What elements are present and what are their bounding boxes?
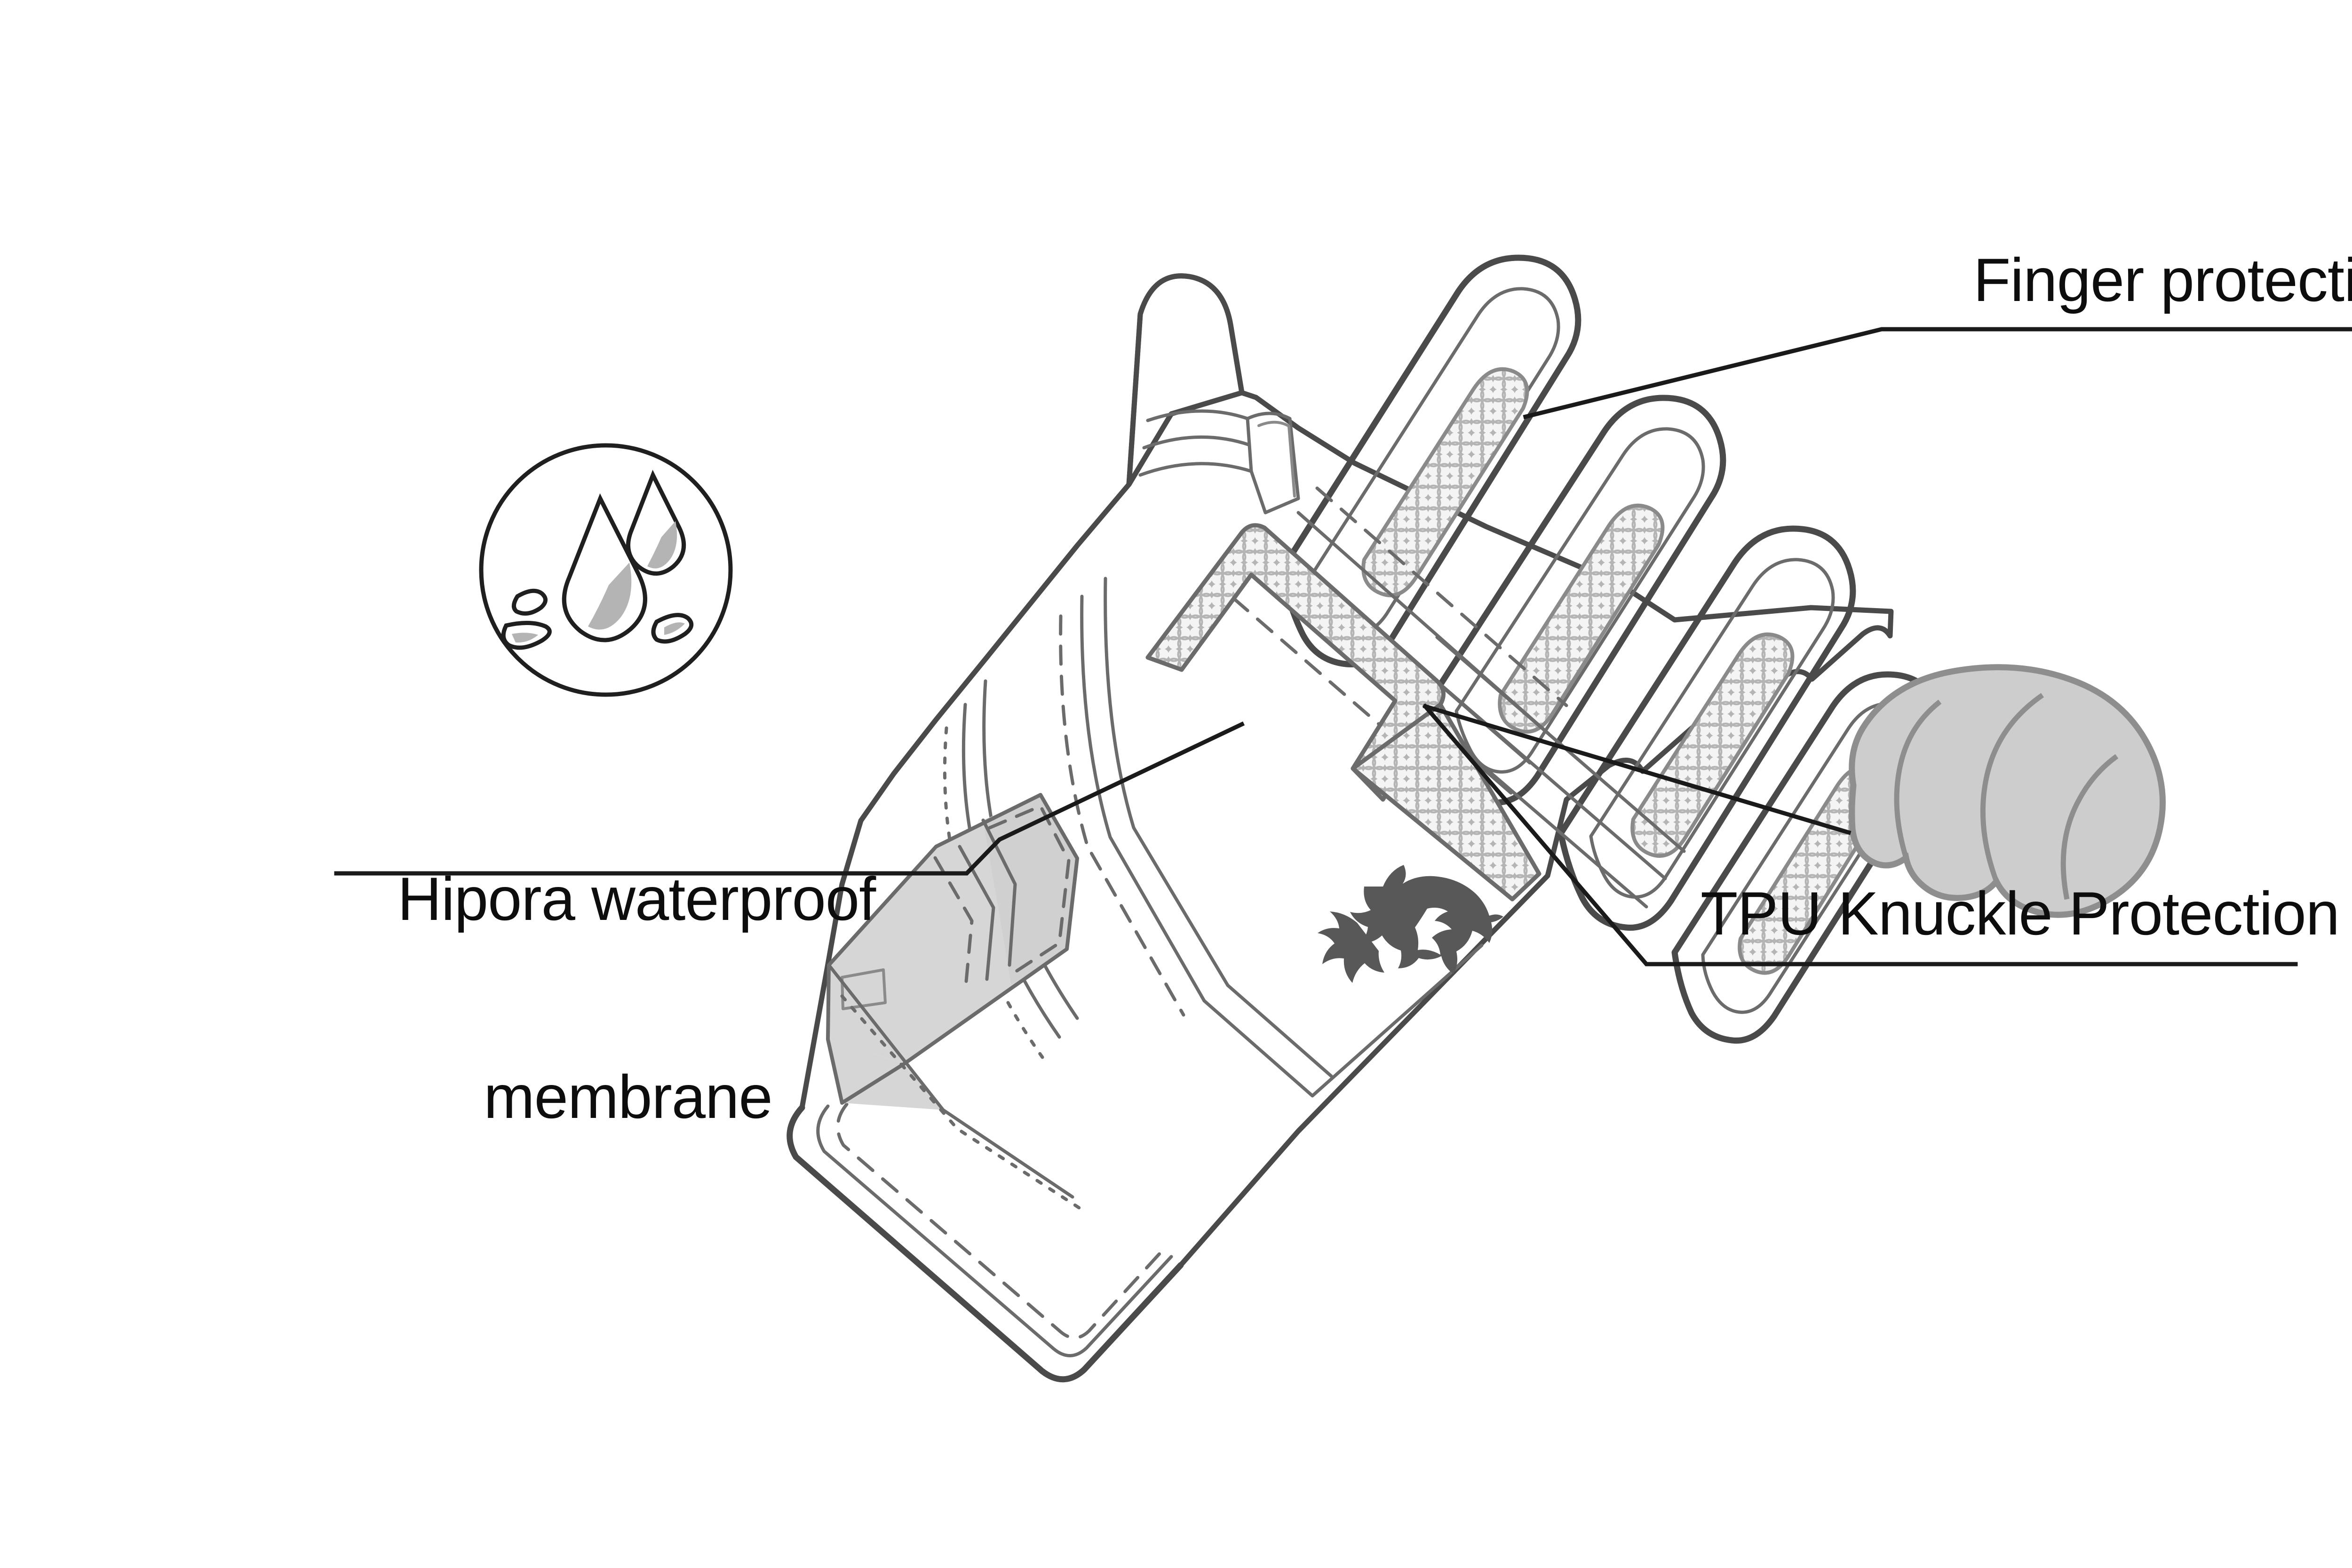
finger-3-pad bbox=[1630, 632, 1795, 858]
rib-band-dashed-1 bbox=[1315, 486, 1568, 707]
glove-outline bbox=[787, 273, 1894, 1382]
leader-tpu-knuckle bbox=[1422, 703, 2298, 966]
callout-label-hipora-line-2: membrane bbox=[484, 1062, 772, 1131]
thumb-gusset-inner bbox=[1257, 420, 1296, 498]
cuff-inner-edge bbox=[816, 1104, 1173, 1357]
glove-body bbox=[787, 254, 1946, 1383]
water-splash-right-highlight bbox=[664, 622, 685, 635]
callout-label-hipora-membrane: Hipora waterproof membrane bbox=[397, 734, 876, 1262]
leader-finger-protection bbox=[1523, 327, 2352, 420]
water-splash-left-upper bbox=[512, 588, 548, 616]
hand-lower-panel-2 bbox=[1226, 983, 1333, 1078]
hand-panel-seam-1 bbox=[1080, 594, 1206, 1003]
leader-tpu-knuckle-to-pad bbox=[1422, 704, 1851, 835]
callout-label-tpu-knuckle: TPU Knuckle Protection bbox=[1700, 879, 2340, 948]
knuckle-pad-lobe-seam-3 bbox=[2060, 754, 2119, 900]
hand-lower-panel bbox=[1202, 943, 1484, 1098]
knuckle-pad-body bbox=[1849, 664, 2166, 918]
rib-band-5 bbox=[1415, 662, 1667, 880]
water-droplet-large-highlight bbox=[588, 562, 632, 630]
knuckle-pad-lobe-seam-2 bbox=[1980, 693, 2044, 882]
membrane-panel-outline bbox=[826, 793, 1079, 1105]
waterproof-droplet-icon bbox=[479, 443, 733, 697]
cuff-outer-edge bbox=[787, 1104, 1184, 1383]
hand-panel-seam-2 bbox=[1104, 577, 1230, 987]
membrane-seam-b bbox=[981, 818, 1017, 967]
finger-1-pad bbox=[1361, 367, 1529, 597]
water-splash-left-lower-highlight bbox=[512, 633, 538, 643]
cuff-top-seam-dotted bbox=[840, 994, 1084, 1212]
thumb-band-3 bbox=[1138, 462, 1253, 477]
thumb-gusset bbox=[1246, 412, 1300, 515]
knuckle-pad-lobe-seam-1 bbox=[1894, 699, 1942, 859]
rib-band-4 bbox=[1435, 635, 1686, 853]
finger-2-inner bbox=[1454, 427, 1705, 774]
hand-panel-seam-dashed bbox=[1059, 614, 1185, 1017]
panther-head-logo-icon bbox=[1318, 865, 1503, 983]
callout-label-finger-protection: Finger protection bbox=[1973, 245, 2352, 314]
cuff-top-seam bbox=[827, 963, 1074, 1199]
callout-label-hipora-line-1: Hipora waterproof bbox=[397, 864, 876, 933]
membrane-dashed-stitch-1 bbox=[988, 804, 1071, 974]
glove-thumb-outline bbox=[1126, 273, 1245, 487]
knuckle-mesh-tail bbox=[1351, 702, 1542, 902]
tpu-knuckle-pad-icon bbox=[1849, 664, 2166, 918]
thumb-band-1 bbox=[1146, 409, 1249, 422]
finger-2-pad bbox=[1498, 503, 1665, 734]
cuff-stitch-dashed bbox=[836, 1102, 1165, 1339]
callout-leader-lines bbox=[334, 327, 2352, 966]
leader-hipora-membrane bbox=[334, 721, 1245, 876]
membrane-dashed-stitch-2 bbox=[933, 856, 974, 993]
finger-1-outer bbox=[1279, 254, 1581, 668]
finger-3-outer bbox=[1557, 525, 1856, 931]
water-droplet-small-highlight bbox=[647, 521, 677, 569]
rib-band-dashed-2 bbox=[1232, 596, 1494, 824]
thumb-band-2 bbox=[1142, 435, 1251, 450]
waterproof-icon-circle bbox=[479, 443, 733, 697]
knuckle-mesh-chevron bbox=[1145, 523, 1446, 802]
finger-3-inner bbox=[1589, 558, 1835, 899]
membrane-panel-strip bbox=[983, 795, 1077, 985]
